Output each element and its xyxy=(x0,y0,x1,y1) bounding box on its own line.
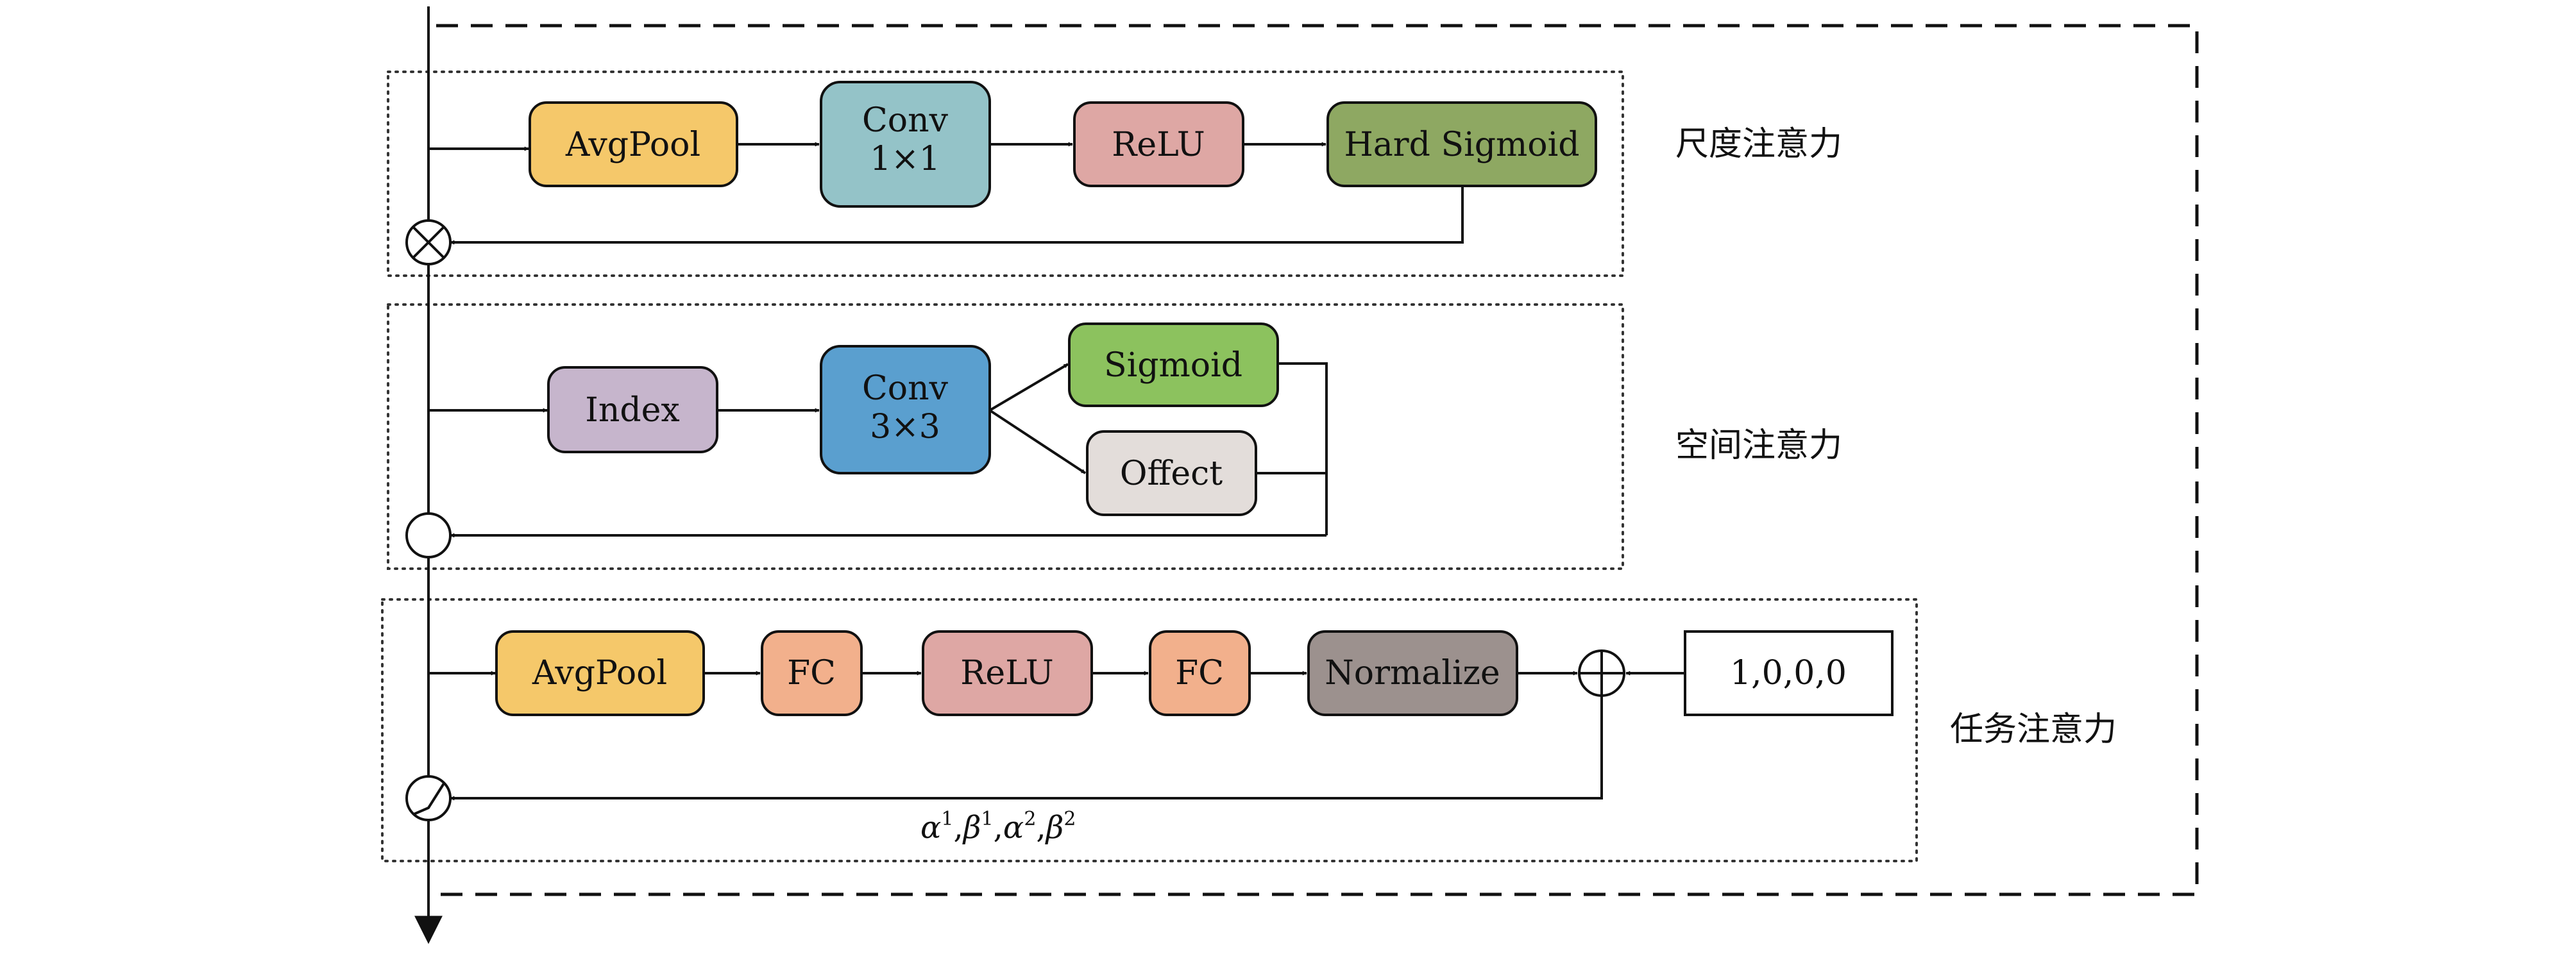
multiply-cross-b xyxy=(412,226,445,259)
param-alpha-1-sup: 1 xyxy=(941,808,953,830)
spatial-offect-label: Offect xyxy=(1120,455,1223,493)
param-comma-3: , xyxy=(1036,810,1046,846)
spatial-attention-frame xyxy=(387,303,1624,570)
scale-relu-label: ReLU xyxy=(1112,126,1205,164)
task-avgpool-label: AvgPool xyxy=(532,654,667,692)
scale-hardsigmoid-label: Hard Sigmoid xyxy=(1344,126,1579,164)
param-alpha-2-sup: 2 xyxy=(1024,808,1036,830)
scale-conv-label-2: 1×1 xyxy=(870,140,940,178)
spatial-arrow-to-offect xyxy=(988,409,1087,474)
spatial-index-label: Index xyxy=(585,391,679,430)
spatial-merge-line xyxy=(1278,362,1328,535)
dynamic-relu-operator-icon xyxy=(405,775,452,821)
spatial-sigmoid-label: Sigmoid xyxy=(1104,346,1242,385)
task-attention-title: 任务注意力 xyxy=(1950,710,2117,749)
param-beta-2-sup: 2 xyxy=(1063,808,1076,830)
task-fc1-label: FC xyxy=(787,654,836,692)
task-fc2-label: FC xyxy=(1175,654,1224,692)
scale-feedback-arrow xyxy=(450,186,1464,245)
spatial-conv-label-1: Conv xyxy=(862,369,949,408)
spatial-arrow-to-sigmoid xyxy=(988,363,1069,412)
param-alpha-2: α xyxy=(1003,810,1024,846)
scale-attention-title: 尺度注意力 xyxy=(1675,125,1842,163)
param-beta-1: β xyxy=(962,810,981,846)
skip-connection-dashed xyxy=(436,24,2199,896)
param-beta-1-sup: 1 xyxy=(981,808,994,830)
param-alpha-1: α xyxy=(920,810,941,846)
task-attention-frame xyxy=(381,598,1918,862)
scale-conv-label-1: Conv xyxy=(862,101,949,140)
task-init-box xyxy=(1684,630,1894,716)
scale-avgpool-label: AvgPool xyxy=(565,126,700,164)
param-comma-1: , xyxy=(954,810,963,846)
task-init-label: 1,0,0,0 xyxy=(1730,654,1847,692)
param-comma-2: , xyxy=(994,810,1003,846)
task-feedback-arrow xyxy=(450,696,1603,801)
task-output-params: α1,β1,α2,β2 xyxy=(920,808,1076,846)
dynamic-relu-curve-icon xyxy=(413,782,445,816)
spatial-operator-icon xyxy=(405,512,452,558)
spatial-attention-title: 空间注意力 xyxy=(1675,426,1842,465)
spatial-conv-label-2: 3×3 xyxy=(870,408,940,446)
task-normalize-label: Normalize xyxy=(1325,654,1500,692)
task-relu-label: ReLU xyxy=(960,654,1053,692)
scale-attention-frame xyxy=(387,71,1624,277)
param-beta-2: β xyxy=(1045,810,1064,846)
